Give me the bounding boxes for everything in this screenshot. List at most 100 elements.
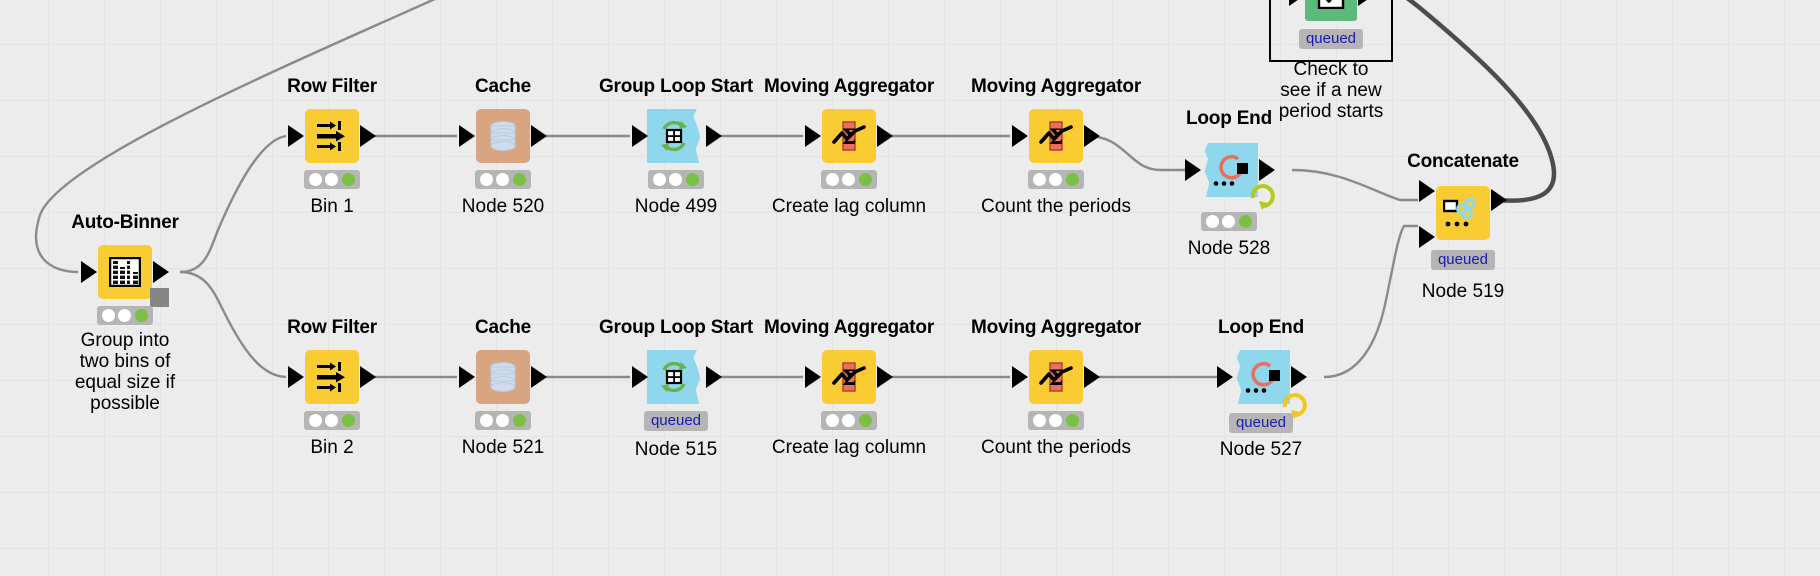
node-title: Moving Aggregator [970, 317, 1142, 338]
input-port[interactable] [632, 125, 648, 147]
status-light-queue [1222, 215, 1236, 228]
input-port[interactable] [81, 261, 97, 283]
output-port[interactable] [531, 366, 547, 388]
check-document-icon[interactable] [1305, 0, 1357, 21]
output-port[interactable] [1259, 159, 1275, 181]
node-label: Node 515 [634, 439, 718, 460]
node-title: Moving Aggregator [763, 76, 935, 97]
moving-aggregator-icon[interactable]: Σ [822, 109, 876, 163]
status-badge: queued [643, 411, 709, 431]
row-filter-icon[interactable] [305, 350, 359, 404]
moving-aggregator-icon[interactable]: Σ [1029, 350, 1083, 404]
node-label: Node 527 [1219, 439, 1303, 460]
svg-text:Σ: Σ [1049, 365, 1064, 390]
status-light-executed [1066, 173, 1080, 186]
status-light-executed [859, 414, 873, 427]
status-bar [475, 170, 531, 189]
input-port[interactable] [805, 125, 821, 147]
loop-end-icon[interactable] [1236, 350, 1290, 404]
status-bar [821, 411, 877, 430]
output-port[interactable] [1084, 125, 1100, 147]
node-label-line1: Group into [80, 330, 170, 351]
node-title: Cache [474, 317, 532, 338]
input-port[interactable] [1012, 366, 1028, 388]
binner-icon[interactable] [98, 245, 152, 299]
status-light-executed [1066, 414, 1080, 427]
status-badge: queued [1298, 29, 1364, 49]
status-light-queue [842, 173, 856, 186]
output-port[interactable] [877, 125, 893, 147]
node-label: Create lag column [771, 437, 927, 458]
checked-document-glyph [1317, 0, 1345, 9]
input-port[interactable] [288, 125, 304, 147]
input-port[interactable] [805, 366, 821, 388]
loop-arrow-decoration [1277, 385, 1313, 426]
status-bar [304, 411, 360, 430]
chain-link-glyph [1443, 197, 1476, 227]
input-port[interactable] [459, 125, 475, 147]
output-port[interactable] [706, 125, 722, 147]
output-port[interactable] [706, 366, 722, 388]
input-port[interactable] [1012, 125, 1028, 147]
group-loop-start-icon[interactable] [647, 350, 701, 404]
node-title: Moving Aggregator [970, 76, 1142, 97]
status-light-config [1205, 215, 1219, 228]
status-bar [1201, 212, 1257, 231]
node-title: Row Filter [287, 317, 377, 338]
node-title: Group Loop Start [598, 76, 754, 97]
output-port[interactable] [360, 125, 376, 147]
output-port[interactable] [1291, 366, 1307, 388]
moving-aggregator-icon[interactable]: Σ [1029, 109, 1083, 163]
node-label: Node 521 [461, 437, 545, 458]
loop-refresh-icon [1250, 184, 1275, 210]
status-light-executed [686, 173, 700, 186]
cache-icon[interactable] [476, 109, 530, 163]
concatenate-icon[interactable] [1436, 186, 1490, 240]
wire-loopend527-concat [1323, 224, 1418, 379]
loop-end-icon[interactable] [1204, 143, 1258, 197]
sigma-trend-glyph: Σ [1039, 121, 1073, 151]
database-glyph [490, 121, 516, 151]
output-port[interactable] [153, 261, 169, 283]
node-title: Cache [474, 76, 532, 97]
output-port[interactable] [1084, 366, 1100, 388]
wire-ma2-loopend528 [1087, 134, 1186, 172]
loop-table-glyph [660, 120, 687, 152]
output-port[interactable] [1491, 189, 1507, 211]
loop-end-glyph [1213, 155, 1248, 186]
node-label: Group into two bins of equal size if pos… [61, 330, 189, 414]
input-port-2[interactable] [1419, 226, 1435, 248]
cache-icon[interactable] [476, 350, 530, 404]
output-port[interactable] [877, 366, 893, 388]
input-port[interactable] [1289, 0, 1305, 6]
status-light-queue [118, 309, 132, 322]
node-title: Loop End [1186, 108, 1272, 129]
row-filter-icon[interactable] [305, 109, 359, 163]
selection-rectangle [1269, 0, 1393, 62]
node-label: Node 528 [1187, 238, 1271, 259]
group-loop-start-icon[interactable] [647, 109, 701, 163]
status-light-executed [513, 414, 527, 427]
flow-variable-output-port[interactable] [150, 288, 169, 307]
input-port[interactable] [632, 366, 648, 388]
status-bar [1028, 411, 1084, 430]
sigma-trend-glyph: Σ [1039, 362, 1073, 392]
input-port[interactable] [1217, 366, 1233, 388]
status-light-executed [859, 173, 873, 186]
status-bar [304, 170, 360, 189]
input-port-1[interactable] [1419, 180, 1435, 202]
node-label-line4: possible [90, 393, 160, 414]
output-port[interactable] [531, 125, 547, 147]
row-filter-glyph [317, 362, 345, 392]
moving-aggregator-icon[interactable]: Σ [822, 350, 876, 404]
loop-arrow-decoration [1245, 176, 1281, 217]
node-label-line1: Check to [1293, 59, 1369, 80]
node-label: Node 499 [634, 196, 718, 217]
output-port[interactable] [360, 366, 376, 388]
output-port[interactable] [1358, 0, 1374, 6]
input-port[interactable] [1185, 159, 1201, 181]
binner-glyph [109, 257, 141, 287]
input-port[interactable] [459, 366, 475, 388]
input-port[interactable] [288, 366, 304, 388]
